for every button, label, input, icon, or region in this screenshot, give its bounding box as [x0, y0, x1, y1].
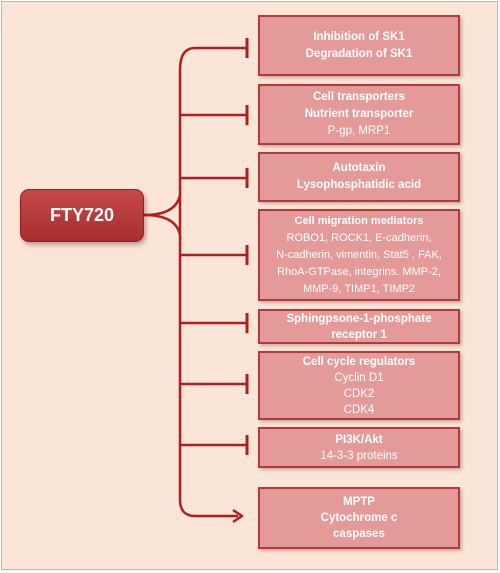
target-line: Lysophosphatidic acid [296, 179, 422, 191]
target-line: CDK2 [343, 387, 375, 400]
fty720-node: FTY720 [20, 189, 144, 242]
target-line: PI3K/Akt [335, 433, 383, 446]
target-box-autotaxin: Autotaxin Lysophosphatidic acid [258, 152, 460, 202]
target-line: caspases [333, 528, 385, 540]
target-box-s1p-receptor: Sphingpsone-1-phosphate receptor 1 [258, 309, 460, 344]
target-box-sk1: Inhibition of SK1 Degradation of SK1 [258, 15, 460, 76]
target-line: Cell cycle regulators [302, 355, 416, 368]
trunk-line [178, 46, 196, 518]
target-line: Nutrient transporter [304, 108, 414, 120]
target-line: MMP-9, TIMP1, TIMP2 [302, 282, 416, 295]
target-line: Inhibition of SK1 [313, 30, 405, 43]
target-box-cell-migration: Cell migration mediators ROBO1, ROCK1, E… [258, 209, 460, 301]
target-box-pi3k-akt: PI3K/Akt 14-3-3 proteins [258, 427, 460, 468]
target-line: P-gp, MRP1 [327, 125, 391, 137]
target-line: N-cadherin, vimentin, Stat5 , FAK, [276, 248, 442, 261]
target-box-cell-transporters: Cell transporters Nutrient transporter P… [258, 84, 460, 145]
target-line: Sphingpsone-1-phosphate [286, 312, 432, 325]
target-line: Degradation of SK1 [305, 47, 413, 60]
target-line: CDK4 [343, 403, 375, 416]
target-line: MPTP [343, 496, 375, 508]
target-line: RhoA-GTPase, integrins. MMP-2, [277, 265, 441, 278]
target-line: Cell transporters [312, 91, 406, 103]
target-line: ROBO1, ROCK1, E-cadherin, [286, 231, 432, 244]
target-line: Cell migration mediators [294, 214, 424, 227]
brace-connector [143, 194, 182, 217]
target-box-cell-cycle: Cell cycle regulators Cyclin D1 CDK2 CDK… [258, 351, 460, 420]
target-line: 14-3-3 proteins [320, 449, 398, 462]
fty720-label: FTY720 [49, 205, 115, 225]
arrowhead-mptp [232, 508, 244, 524]
brace-connector-lower [143, 213, 182, 236]
target-line: Autotaxin [332, 162, 386, 174]
target-line: Cyclin D1 [334, 371, 384, 384]
target-line: Cytochrome c [320, 512, 398, 524]
target-box-mptp: MPTP Cytochrome c caspases [258, 487, 460, 549]
target-line: receptor 1 [331, 328, 387, 341]
